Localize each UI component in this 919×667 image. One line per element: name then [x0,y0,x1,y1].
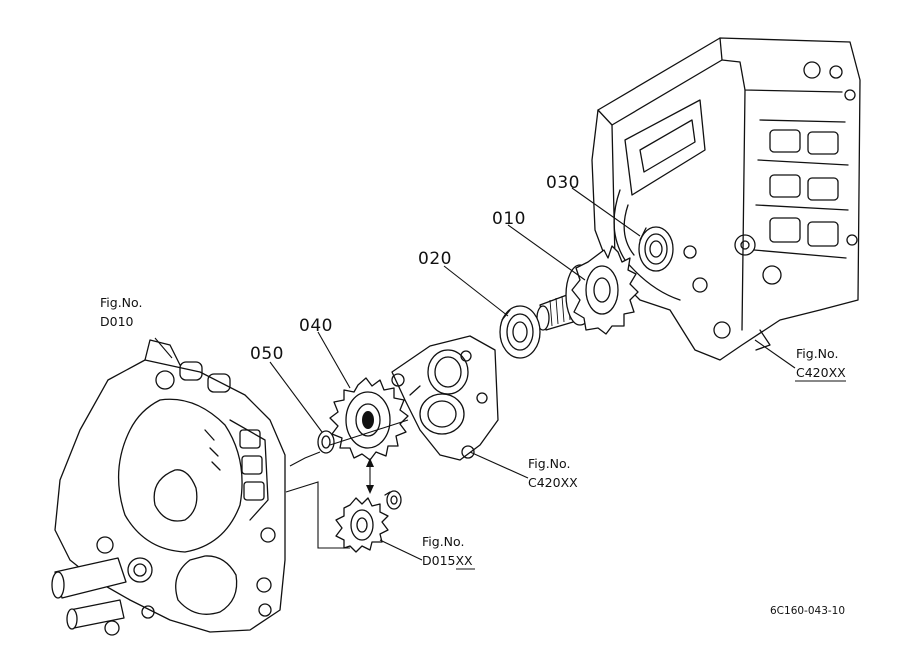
figure-ref-d010: Fig.No. D010 [100,295,142,329]
figure-ref-code: C420XX [528,475,578,490]
small-gear-drawing [335,490,402,553]
center-line-left [289,451,321,467]
assembly-arrow-up [366,458,374,467]
leader-c420-top [754,339,796,369]
callout-020: 020 [418,249,452,269]
leader-030 [571,187,641,237]
figure-ref-label: Fig.No. [422,534,464,549]
figure-ref-label: Fig.No. [100,295,142,310]
figure-ref-c420-mid: Fig.No. C420XX [528,456,578,490]
front-housing-drawing [51,339,286,636]
figure-ref-label: Fig.No. [528,456,570,471]
callout-040: 040 [299,316,333,336]
figure-ref-label: Fig.No. [796,346,838,361]
retaining-ring-050-drawing [317,430,335,454]
leader-040 [317,331,351,389]
leader-lines [154,187,796,561]
leader-020 [443,265,509,317]
drawing-code: 6C160-043-10 [770,605,845,617]
leader-d010 [154,337,173,359]
leader-050 [269,361,323,433]
gear-shaft-010-drawing [536,245,639,335]
figure-ref-d015: Fig.No. D015XX [422,534,475,570]
figure-ref-code: C420XX [796,365,846,380]
bearing-020-drawing [499,305,541,359]
leader-c420-mid [469,451,529,479]
gear-040-drawing [329,377,409,461]
leader-d015 [379,539,423,561]
figure-ref-c420-top: Fig.No. C420XX [795,346,846,382]
callout-010: 010 [492,209,526,229]
assembly-arrow-down [366,485,374,494]
transmission-case-drawing [591,37,861,361]
leader-010 [507,224,586,281]
callout-050: 050 [250,344,284,364]
cover-plate-drawing [391,335,499,461]
bearing-030-drawing [638,226,674,272]
center-line-lower [285,481,350,549]
callout-030: 030 [546,173,580,193]
figure-ref-code: D010 [100,314,134,329]
figure-ref-code: D015XX [422,553,473,568]
shaft-axis-line [329,419,409,446]
